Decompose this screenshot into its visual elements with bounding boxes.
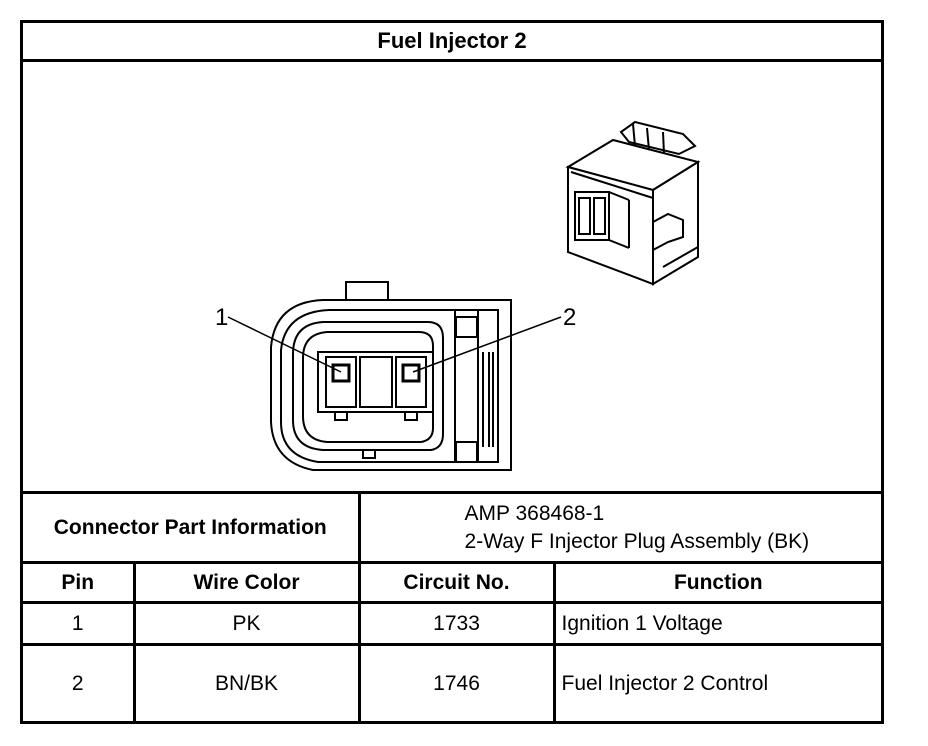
header-pin: Pin bbox=[23, 561, 136, 604]
connector-face-view bbox=[270, 281, 512, 471]
connector-sheet: Fuel Injector 2 bbox=[20, 20, 884, 724]
connector-part-info-row: Connector Part Information AMP 368468-1 … bbox=[23, 491, 882, 564]
pinout-table: Connector Part Information AMP 368468-1 … bbox=[23, 491, 882, 723]
cell-pin: 1 bbox=[23, 601, 136, 646]
cell-pin: 2 bbox=[23, 643, 136, 723]
pin-2-callout: 2 bbox=[563, 304, 576, 331]
table-row: 2 BN/BK 1746 Fuel Injector 2 Control bbox=[23, 643, 882, 723]
header-function: Function bbox=[552, 561, 882, 604]
cell-wire-color: PK bbox=[132, 601, 361, 646]
cell-wire-color: BN/BK bbox=[132, 643, 361, 723]
pin-leader-lines bbox=[227, 316, 562, 373]
pin-1-callout: 1 bbox=[215, 304, 228, 331]
connector-part-info-label: Connector Part Information bbox=[23, 491, 361, 564]
cell-function: Ignition 1 Voltage bbox=[552, 601, 882, 646]
connector-part-number: AMP 368468-1 bbox=[464, 501, 605, 525]
table-header-row: Pin Wire Color Circuit No. Function bbox=[23, 561, 882, 604]
connector-part-info-value: AMP 368468-1 2-Way F Injector Plug Assem… bbox=[357, 491, 882, 564]
connector-description: 2-Way F Injector Plug Assembly (BK) bbox=[464, 529, 810, 553]
connector-3d-view bbox=[565, 120, 701, 286]
cell-function: Fuel Injector 2 Control bbox=[552, 643, 882, 723]
header-circuit-no: Circuit No. bbox=[357, 561, 556, 604]
cell-circuit: 1733 bbox=[357, 601, 556, 646]
page-title: Fuel Injector 2 bbox=[23, 23, 881, 62]
header-wire-color: Wire Color bbox=[132, 561, 361, 604]
cell-circuit: 1746 bbox=[357, 643, 556, 723]
connector-diagram: 1 2 bbox=[215, 120, 701, 471]
table-row: 1 PK 1733 Ignition 1 Voltage bbox=[23, 601, 882, 646]
